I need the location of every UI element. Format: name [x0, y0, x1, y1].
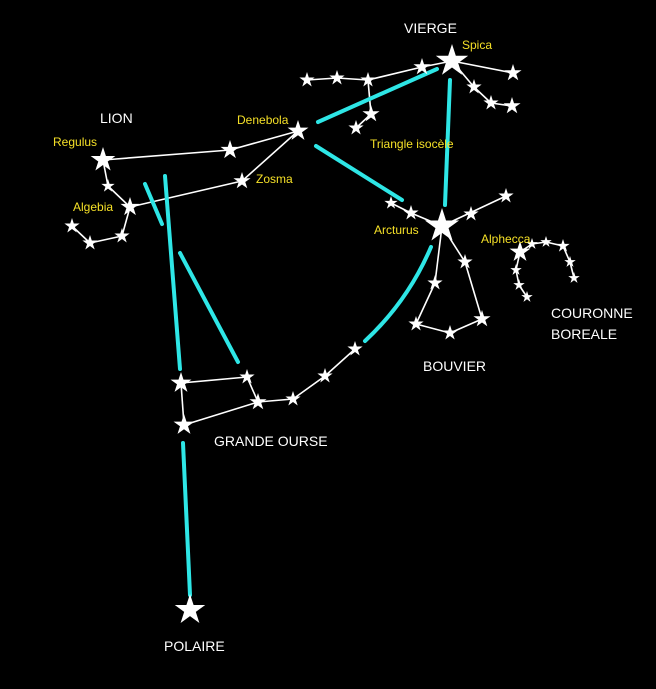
- star-bouvier-4: [498, 188, 514, 203]
- label-zosma: Zosma: [256, 172, 293, 186]
- star-bouvier-8: [408, 316, 424, 331]
- label-regulus: Regulus: [53, 135, 97, 149]
- label-vierge: VIERGE: [404, 20, 457, 36]
- star-couronne-2: [540, 236, 552, 247]
- label-alphecca: Alphecca: [481, 232, 531, 246]
- star-couronne-5: [568, 272, 580, 283]
- guide-line-denebola-arcturus: [314, 144, 404, 202]
- label-lion: LION: [100, 110, 133, 126]
- stars: [64, 44, 580, 623]
- star-labels: Spica Regulus Denebola Zosma Algebia Arc…: [53, 38, 531, 246]
- star-zosma: [233, 172, 251, 189]
- guide-line-lion-left: [163, 174, 182, 371]
- guide-line-lion-right: [178, 251, 240, 364]
- label-spica: Spica: [462, 38, 492, 52]
- star-couronne-8: [521, 291, 533, 302]
- label-couronne-line2: BOREALE: [551, 326, 617, 342]
- guide-line-denebola-spica: [316, 67, 439, 124]
- label-polaire: POLAIRE: [164, 638, 225, 654]
- star-bouvier-3: [463, 206, 479, 221]
- label-couronne-line1: COURONNE: [551, 305, 633, 321]
- star-vierge-2: [329, 70, 345, 85]
- guide-line-regulus: [143, 182, 164, 226]
- star-bouvier-6: [427, 275, 443, 290]
- star-polaire: [174, 594, 206, 623]
- star-lion-mane-1: [114, 228, 130, 243]
- guide-line-polaire: [181, 441, 192, 597]
- guide-line-spica-arcturus: [443, 78, 452, 207]
- label-arcturus: Arcturus: [374, 223, 419, 237]
- star-ourse-4: [173, 414, 195, 434]
- guide-lines: [143, 67, 452, 597]
- label-grande-ourse: GRANDE OURSE: [214, 433, 328, 449]
- star-bouvier-5: [457, 254, 473, 269]
- star-lion-top-mid: [220, 140, 240, 159]
- star-couronne-7: [513, 279, 525, 290]
- label-bouvier: BOUVIER: [423, 358, 486, 374]
- star-ourse-2: [239, 369, 255, 384]
- star-arcturus: [424, 208, 460, 241]
- label-denebola: Denebola: [237, 113, 289, 127]
- label-algebia: Algebia: [73, 200, 113, 214]
- guide-line-arcturus-arc: [363, 245, 433, 343]
- star-bouvier-7: [473, 310, 491, 327]
- constellation-lines: [71, 60, 575, 426]
- constellation-labels: LION VIERGE GRANDE OURSE POLAIRE BOUVIER…: [100, 20, 633, 654]
- star-ourse-5: [285, 391, 301, 406]
- label-triangle-isocele: Triangle isocèle: [370, 137, 454, 151]
- star-bouvier-1: [403, 205, 419, 220]
